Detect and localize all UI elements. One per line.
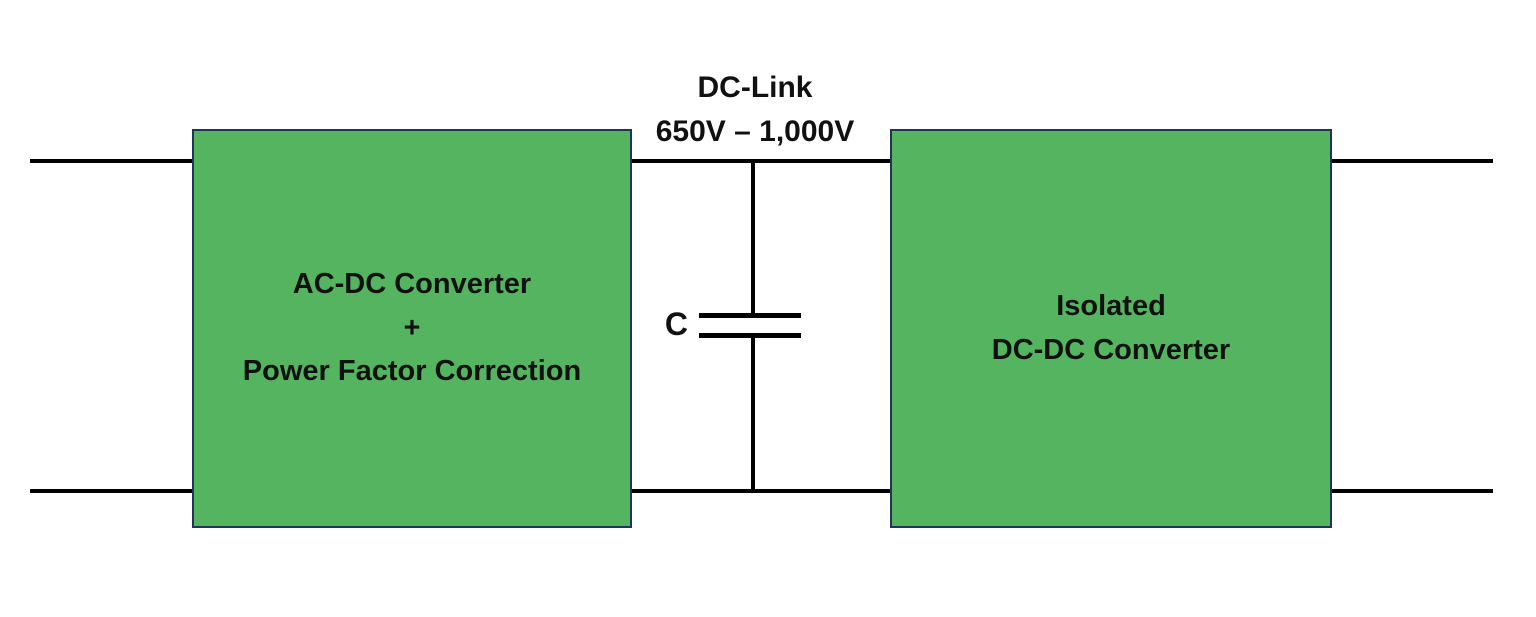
isolated-dc-dc-block: Isolated DC-DC Converter [890,129,1332,528]
capacitor-top-plate [699,313,801,318]
capacitor-label: C [664,306,688,342]
dc-link-wire-bottom [632,489,890,493]
capacitor-bottom-lead [751,338,755,493]
isolated-dc-dc-label-line2: DC-DC Converter [991,333,1231,366]
output-wire-top [1332,159,1493,163]
isolated-dc-dc-label-line1: Isolated [1056,290,1166,322]
capacitor-top-lead [751,161,755,313]
dc-link-label-line1: DC-Link [697,71,813,104]
ac-dc-pfc-label-line3: Power Factor Correction [242,355,582,388]
ac-dc-pfc-label-line1: AC-DC Converter [292,268,532,301]
output-wire-bottom [1332,489,1493,493]
ac-dc-pfc-label-line2: + [403,311,421,344]
dc-link-label-line2: 650V – 1,000V [655,114,855,148]
input-wire-top [30,159,192,163]
input-wire-bottom [30,489,192,493]
dc-link-label: DC-Link 650V – 1,000V [545,66,965,153]
ac-dc-pfc-block: AC-DC Converter + Power Factor Correctio… [192,129,632,528]
capacitor-bottom-plate [699,333,801,338]
dc-link-wire-top [632,159,890,163]
